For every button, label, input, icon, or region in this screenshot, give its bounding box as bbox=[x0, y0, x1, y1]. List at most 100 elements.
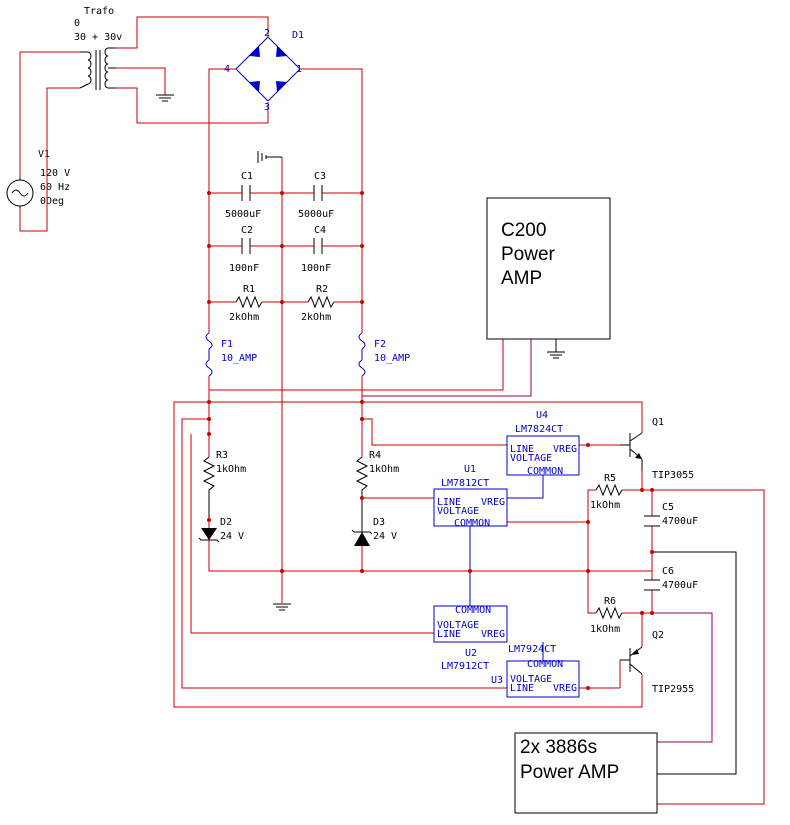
dc-rails bbox=[208, 68, 363, 603]
fuse-f1 bbox=[205, 332, 213, 377]
c6-name: C6 bbox=[662, 566, 674, 577]
capacitor-c3 bbox=[313, 185, 323, 201]
svg-text:COMMON: COMMON bbox=[527, 659, 563, 670]
resistor-r1 bbox=[235, 295, 263, 309]
u4-name: U4 bbox=[536, 410, 548, 421]
junction-dots bbox=[207, 191, 654, 690]
q1-name: Q1 bbox=[652, 417, 664, 428]
f2-value: 10_AMP bbox=[374, 353, 410, 364]
svg-text:COMMON: COMMON bbox=[455, 605, 491, 616]
d1-pin-1: 1 bbox=[296, 64, 302, 75]
r3-name: R3 bbox=[216, 450, 228, 461]
r6-value: 1kOhm bbox=[590, 624, 620, 635]
d1-pin-3: 3 bbox=[264, 102, 270, 113]
regulator-u2: COMMON VOLTAGE LINE VREG bbox=[433, 605, 508, 643]
resistor-r5 bbox=[595, 483, 623, 497]
r2-value: 2kOhm bbox=[301, 312, 331, 323]
u1-name: U1 bbox=[464, 464, 476, 475]
u2-part: LM7912CT bbox=[441, 661, 489, 672]
d3-value: 24 V bbox=[373, 531, 397, 542]
regulator-blue-wires bbox=[469, 475, 544, 661]
r2-name: R2 bbox=[316, 284, 328, 295]
d3-name: D3 bbox=[373, 517, 385, 528]
r4-value: 1kOhm bbox=[369, 464, 399, 475]
r4-name: R4 bbox=[369, 450, 381, 461]
d2-name: D2 bbox=[220, 517, 232, 528]
c200-line3: AMP bbox=[501, 268, 542, 289]
resistor-r3 bbox=[202, 456, 216, 520]
v1-phase: 0Deg bbox=[40, 196, 64, 207]
lm3886-line2: Power AMP bbox=[520, 762, 619, 783]
capacitor-c2 bbox=[241, 238, 251, 254]
c2-name: C2 bbox=[241, 225, 253, 236]
regulator-u1: LINE VREG VOLTAGE COMMON bbox=[433, 488, 508, 529]
bridge-rectifier-d1 bbox=[235, 36, 301, 102]
svg-text:VOLTAGE: VOLTAGE bbox=[437, 620, 479, 631]
c2-value: 100nF bbox=[229, 263, 259, 274]
ac-source-v1 bbox=[6, 178, 34, 208]
r3-value: 1kOhm bbox=[216, 464, 246, 475]
u3-name: U3 bbox=[491, 675, 503, 686]
capacitor-c1 bbox=[241, 185, 251, 201]
v1-wires bbox=[19, 51, 80, 232]
trafo-secondary-wires bbox=[116, 16, 269, 124]
c3-value: 5000uF bbox=[298, 209, 334, 220]
f2-name: F2 bbox=[374, 339, 386, 350]
c1-name: C1 bbox=[241, 171, 253, 182]
c200-line1: C200 bbox=[501, 220, 546, 241]
capacitor-c5 bbox=[644, 515, 660, 527]
lm3886-amp-box bbox=[514, 732, 658, 814]
svg-text:LINE: LINE bbox=[510, 444, 534, 455]
svg-text:VREG: VREG bbox=[553, 683, 577, 694]
resistor-r4 bbox=[355, 456, 369, 521]
q1-part: TIP3055 bbox=[652, 470, 694, 481]
capacitor-c4 bbox=[313, 238, 323, 254]
svg-text:VOLTAGE: VOLTAGE bbox=[510, 453, 552, 464]
regulator-u3: COMMON VOLTAGE LINE VREG bbox=[506, 659, 580, 698]
ground-icon-bottom bbox=[273, 603, 291, 611]
transistor-q2 bbox=[619, 646, 643, 688]
svg-text:VREG: VREG bbox=[481, 497, 505, 508]
c6-value: 4700uF bbox=[662, 580, 698, 591]
svg-text:COMMON: COMMON bbox=[527, 466, 563, 477]
zener-d2 bbox=[198, 528, 220, 543]
resistor-r6 bbox=[595, 606, 623, 620]
v1-name: V1 bbox=[38, 149, 50, 160]
trafo-zero-label: 0 bbox=[74, 18, 80, 29]
c5-name: C5 bbox=[662, 502, 674, 513]
svg-text:VREG: VREG bbox=[553, 444, 577, 455]
resistor-r2 bbox=[307, 295, 335, 309]
svg-text:LINE: LINE bbox=[437, 497, 461, 508]
svg-text:LINE: LINE bbox=[437, 629, 461, 640]
d1-name: D1 bbox=[292, 30, 304, 41]
svg-text:LINE: LINE bbox=[510, 683, 534, 694]
c3-name: C3 bbox=[314, 171, 326, 182]
c200-wires bbox=[209, 339, 565, 397]
ground-icon bbox=[156, 94, 174, 102]
v1-voltage: 120 V bbox=[40, 168, 70, 179]
q2-name: Q2 bbox=[652, 630, 664, 641]
transformer-trafo bbox=[79, 47, 116, 90]
q2-part: TIP2955 bbox=[652, 684, 694, 695]
capacitor-c6 bbox=[644, 579, 660, 591]
regulator-u4: LINE VREG VOLTAGE COMMON bbox=[506, 435, 580, 477]
u1-part: LM7812CT bbox=[441, 478, 489, 489]
d2-value: 24 V bbox=[220, 531, 244, 542]
fuse-f2 bbox=[358, 332, 366, 377]
ground-icon-rail bbox=[257, 151, 272, 163]
v1-frequency: 60 Hz bbox=[40, 182, 70, 193]
d1-pin-2: 2 bbox=[264, 28, 270, 39]
u2-name: U2 bbox=[465, 648, 477, 659]
u3-part: LM7924CT bbox=[508, 644, 556, 655]
r6-name: R6 bbox=[604, 596, 616, 607]
zener-d3 bbox=[351, 521, 373, 546]
svg-text:VOLTAGE: VOLTAGE bbox=[437, 506, 479, 517]
u4-part: LM7824CT bbox=[515, 424, 563, 435]
trafo-name: Trafo bbox=[84, 6, 114, 17]
r1-name: R1 bbox=[243, 284, 255, 295]
f1-name: F1 bbox=[221, 339, 233, 350]
f1-value: 10_AMP bbox=[221, 353, 257, 364]
r5-name: R5 bbox=[604, 473, 616, 484]
lm3886-line1: 2x 3886s bbox=[520, 737, 597, 758]
